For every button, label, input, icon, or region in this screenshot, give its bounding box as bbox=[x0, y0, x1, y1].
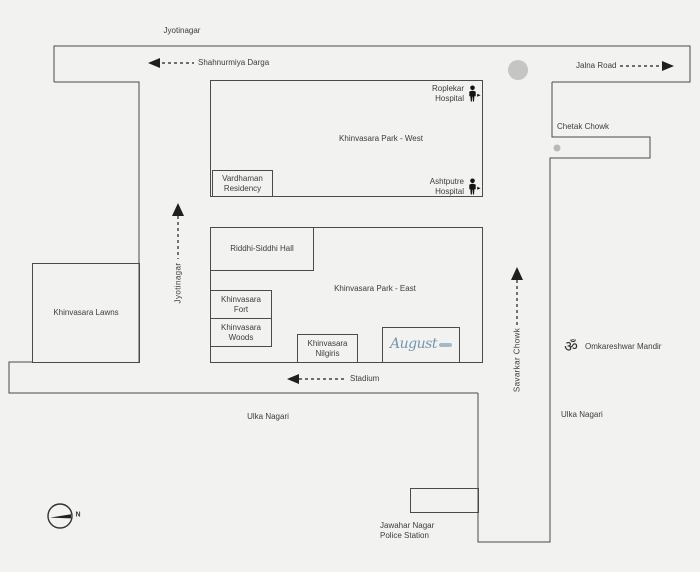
arrow-shahnurmiya-left-icon bbox=[148, 58, 194, 68]
khinvasara-woods-box: Khinvasara Woods bbox=[210, 318, 272, 347]
khinvasara-woods-label: Khinvasara Woods bbox=[220, 322, 262, 342]
police-station-label: Jawahar Nagar Police Station bbox=[380, 521, 435, 540]
police-station-box bbox=[410, 488, 479, 513]
om-icon: ॐ bbox=[564, 337, 578, 356]
khinvasara-lawns-box: Khinvasara Lawns bbox=[32, 263, 140, 363]
road-label-ulka-nagari-right: Ulka Nagari bbox=[561, 410, 603, 419]
junction-dots bbox=[508, 60, 561, 152]
compass-icon bbox=[47, 503, 73, 529]
khinvasara-fort-box: Khinvasara Fort bbox=[210, 290, 272, 319]
park-west-label: Khinvasara Park - West bbox=[339, 134, 423, 143]
road-label-stadium: Stadium bbox=[350, 374, 380, 383]
park-east-label: Khinvasara Park - East bbox=[334, 284, 416, 293]
junction-dot-large bbox=[508, 60, 528, 80]
august-logo-tagline bbox=[438, 343, 452, 347]
person-icon bbox=[469, 85, 481, 102]
road-label-chetak-chowk: Chetak Chowk bbox=[557, 122, 610, 131]
road-label-jyotinagar-vertical: Jyotinagar bbox=[173, 262, 183, 304]
road-label-jyotinagar-top: Jyotinagar bbox=[163, 26, 201, 35]
road-label-savarkar-chowk: Savarkar Chowk bbox=[512, 327, 522, 393]
khinvasara-fort-label: Khinvasara Fort bbox=[220, 294, 262, 314]
road-label-ulka-nagari-left: Ulka Nagari bbox=[247, 412, 289, 421]
khinvasara-nilgiris-box: Khinvasara Nilgiris bbox=[297, 334, 358, 363]
riddhi-siddhi-hall-label: Riddhi-Siddhi Hall bbox=[230, 244, 294, 253]
compass-north-label: N bbox=[75, 511, 81, 519]
ashtputre-hospital-label: Ashtputre Hospital bbox=[429, 177, 464, 196]
vardhaman-residency-label: Vardhaman Residency bbox=[222, 173, 263, 193]
person-icon bbox=[469, 178, 481, 195]
junction-dot-small bbox=[553, 144, 561, 152]
arrow-jalna-right-icon bbox=[620, 61, 674, 71]
omkareshwar-mandir-label: Omkareshwar Mandir bbox=[585, 342, 662, 351]
arrow-stadium-left-icon bbox=[287, 374, 345, 384]
khinvasara-nilgiris-label: Khinvasara Nilgiris bbox=[307, 338, 348, 358]
road-label-jalna-road: Jalna Road bbox=[576, 61, 617, 70]
arrow-savarkar-up-icon bbox=[511, 267, 523, 326]
august-logo: August bbox=[390, 336, 437, 353]
vardhaman-residency-box: Vardhaman Residency bbox=[212, 170, 273, 197]
august-project-box: August bbox=[382, 327, 460, 363]
khinvasara-lawns-label: Khinvasara Lawns bbox=[53, 308, 119, 317]
direction-arrows bbox=[148, 58, 674, 384]
park-west-box bbox=[210, 80, 483, 197]
riddhi-siddhi-hall-box: Riddhi-Siddhi Hall bbox=[210, 227, 314, 271]
arrow-jyotinagar-up-icon bbox=[172, 203, 184, 259]
roplekar-hospital-label: Roplekar Hospital bbox=[431, 84, 464, 103]
road-label-shahnurmiya-darga: Shahnurmiya Darga bbox=[198, 58, 270, 67]
